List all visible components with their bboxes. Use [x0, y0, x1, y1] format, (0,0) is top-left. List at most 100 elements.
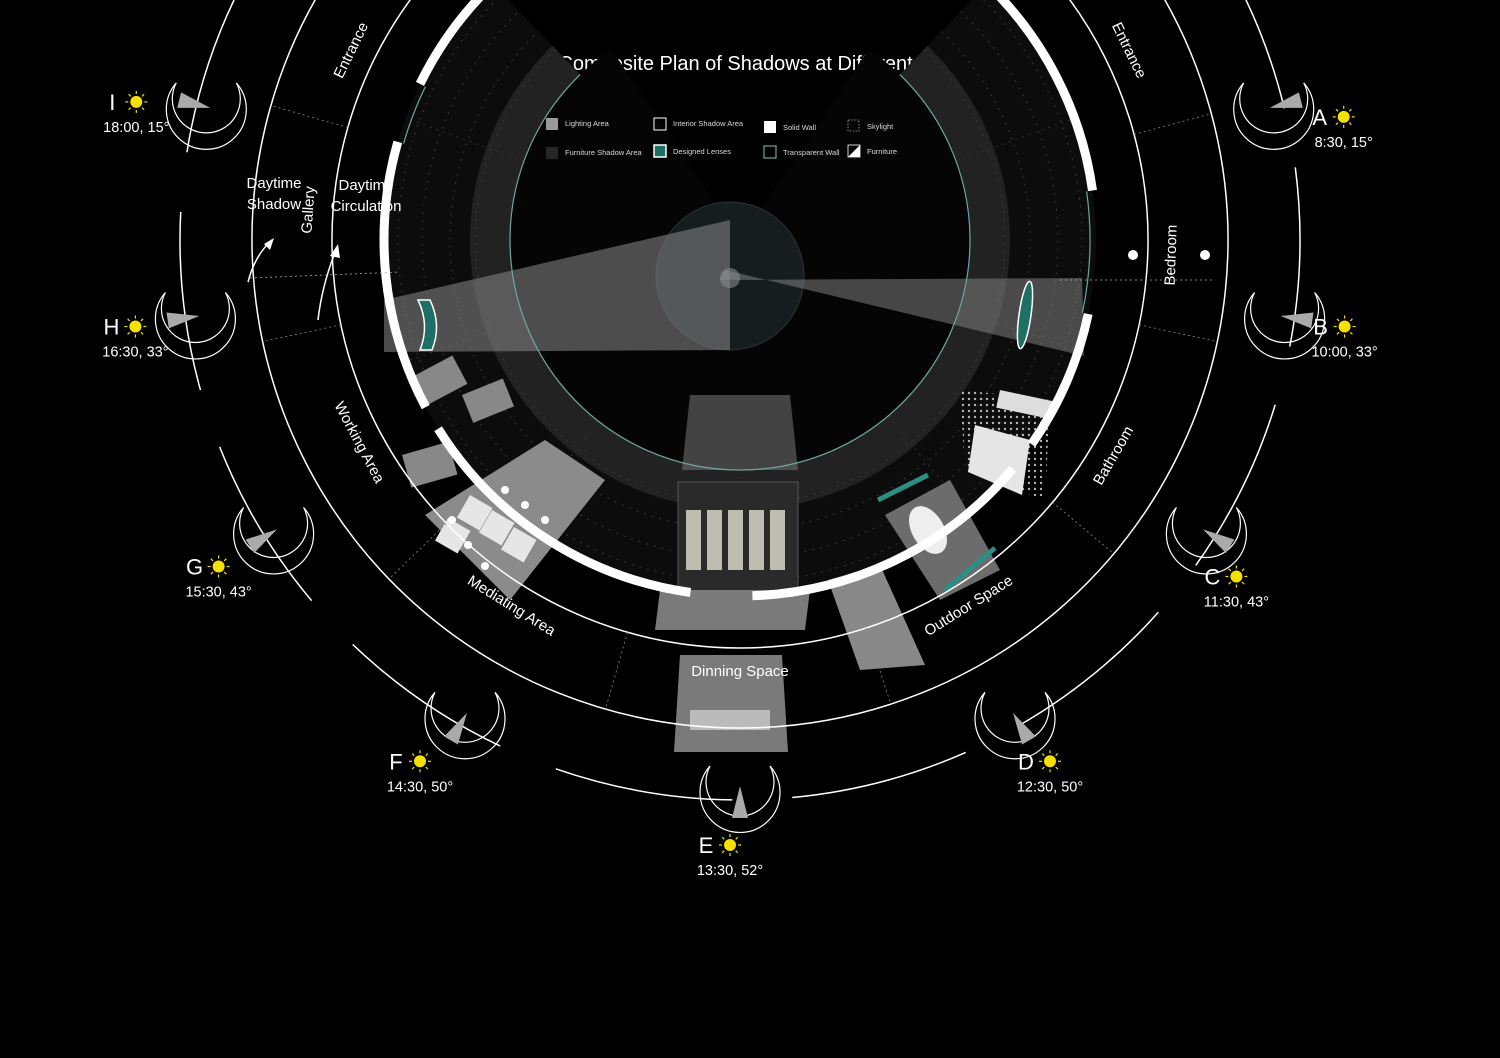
- sun-ray-G-7: [223, 558, 227, 562]
- time-marker-E: E 13:30, 52°: [697, 765, 781, 879]
- sun-ray-A-1: [1348, 122, 1352, 126]
- floor-area: [384, 0, 1096, 596]
- time-ring: A8:30, 15°B10:00, 33°C11:30, 43°D12:30, …: [102, 0, 1378, 879]
- axis-labels: Daytime Shadow Daytime Circulation: [246, 175, 401, 215]
- zone-label-working-area: Working Area: [330, 399, 387, 487]
- sun-ray-A-5: [1335, 108, 1339, 112]
- time-letter-F: F: [389, 749, 402, 774]
- sun-icon-A: [1337, 110, 1350, 123]
- work-chair-2: [481, 562, 489, 570]
- work-desk-0: [457, 495, 493, 531]
- shadow-crescent-D: [974, 691, 1056, 760]
- work-chair-5: [541, 516, 549, 524]
- transparent-inner-wall: [509, 74, 971, 471]
- time-letter-G: G: [186, 555, 203, 580]
- time-letter-I: I: [109, 90, 115, 115]
- dining-seat-0: [686, 510, 701, 570]
- sun-ray-I-3: [128, 107, 132, 111]
- sun-ray-B-5: [1336, 318, 1340, 322]
- east-light-beam: [720, 270, 1084, 356]
- legend-swatch-solid-wall: [764, 121, 776, 133]
- sun-icon-C: [1230, 570, 1243, 583]
- sun-ray-G-5: [210, 558, 214, 562]
- solid-wall-segment-5: [415, 0, 484, 86]
- zone-label-bathroom: Bathroom: [1090, 423, 1137, 488]
- time-marker-H: H 16:30, 33°: [102, 292, 236, 361]
- time-letter-H: H: [103, 315, 119, 340]
- circulation-arrow-head: [330, 244, 340, 258]
- sun-ray-F-1: [425, 766, 429, 770]
- time-ring: [179, 0, 1301, 801]
- time-label-B: 10:00, 33°: [1311, 345, 1377, 361]
- solid-wall-segment-0: [996, 0, 1097, 192]
- time-label-H: 16:30, 33°: [102, 345, 168, 361]
- daytime-circulation-label-line1: Daytime: [338, 177, 393, 194]
- sun-icon-B: [1338, 320, 1351, 333]
- gallery-panel-0: [410, 355, 468, 407]
- shadow-wedge-H: [166, 312, 200, 329]
- shadow-wedge-F: [444, 712, 467, 745]
- gallery-panel-1: [462, 378, 515, 423]
- south-light-beam: [682, 395, 798, 470]
- time-marker-G: G15:30, 43°: [185, 507, 315, 601]
- shadow-wedge-D: [1013, 712, 1036, 745]
- solid-wall-segment-4: [379, 140, 430, 410]
- gallery-panel-2: [401, 441, 458, 488]
- work-chair-4: [521, 501, 529, 509]
- time-label-C: 11:30, 43°: [1204, 595, 1269, 611]
- dining-seat-4: [770, 510, 785, 570]
- time-letter-C: C: [1204, 565, 1220, 590]
- time-marker-B: B10:00, 33°: [1244, 292, 1378, 361]
- sun-ray-E-5: [721, 836, 725, 840]
- shadow-crescent-B: [1244, 292, 1326, 360]
- work-chair-3: [501, 486, 509, 494]
- circulation-start-dot: [1200, 250, 1210, 260]
- zone-ring-outer: [251, 0, 1229, 729]
- sun-icon-F: [414, 755, 426, 768]
- time-label-E: 13:30, 52°: [697, 863, 763, 879]
- sun-ray-I-5: [128, 93, 132, 97]
- shadow-wedge-C: [1203, 529, 1235, 554]
- sun-ray-I-7: [141, 93, 145, 97]
- bed: [968, 425, 1030, 495]
- zone-separator-5: [388, 523, 447, 580]
- time-letter-E: E: [699, 833, 714, 858]
- bathroom-lens-lower: [943, 546, 997, 592]
- time-letter-D: D: [1018, 749, 1034, 774]
- sun-ray-B-1: [1349, 331, 1353, 335]
- circulation-arrow-line: [317, 249, 337, 321]
- sun-ray-G-3: [210, 571, 214, 575]
- light-ring-2: [421, 10, 1059, 559]
- sun-ray-G-1: [223, 571, 227, 575]
- legend-swatch-lighting: [546, 118, 558, 130]
- zone-separator-1: [1139, 324, 1218, 342]
- sun-icon-D: [1044, 755, 1056, 768]
- legend-label-lighting: Lighting Area: [565, 119, 610, 128]
- shadow-crescent-I: [165, 82, 247, 150]
- east-glazing: [1081, 191, 1091, 313]
- east-lens: [1016, 280, 1034, 350]
- zone-label-bedroom: Bedroom: [1162, 224, 1181, 285]
- shadow-crescent-G: [233, 507, 315, 575]
- time-marker-D: D 12:30, 50°: [974, 691, 1083, 795]
- zone-separator-2: [1052, 501, 1115, 555]
- sun-ray-C-1: [1241, 581, 1245, 585]
- dining-seat-3: [749, 510, 764, 570]
- zone-separator-3: [865, 627, 892, 705]
- solid-wall-segment-1: [1027, 313, 1093, 447]
- legend-swatch-interior-shadow: [653, 117, 667, 131]
- sun-ray-F-5: [411, 753, 415, 757]
- legend-label-furniture-shadow: Furniture Shadow Area: [565, 148, 643, 157]
- walls: [379, 0, 1097, 601]
- zone-separator-4: [605, 632, 628, 710]
- shadow-wedge-B: [1280, 312, 1314, 329]
- light-beams: [384, 220, 1084, 470]
- shadow-crescent-E: [699, 765, 781, 833]
- sun-ray-H-3: [127, 331, 131, 335]
- sun-icon-E: [724, 839, 736, 851]
- legend-swatch-furniture: [848, 145, 860, 157]
- legend-label-designed-lenses: Designed Lenses: [673, 147, 731, 156]
- time-label-D: 12:30, 50°: [1017, 779, 1083, 795]
- west-lens: [416, 299, 438, 351]
